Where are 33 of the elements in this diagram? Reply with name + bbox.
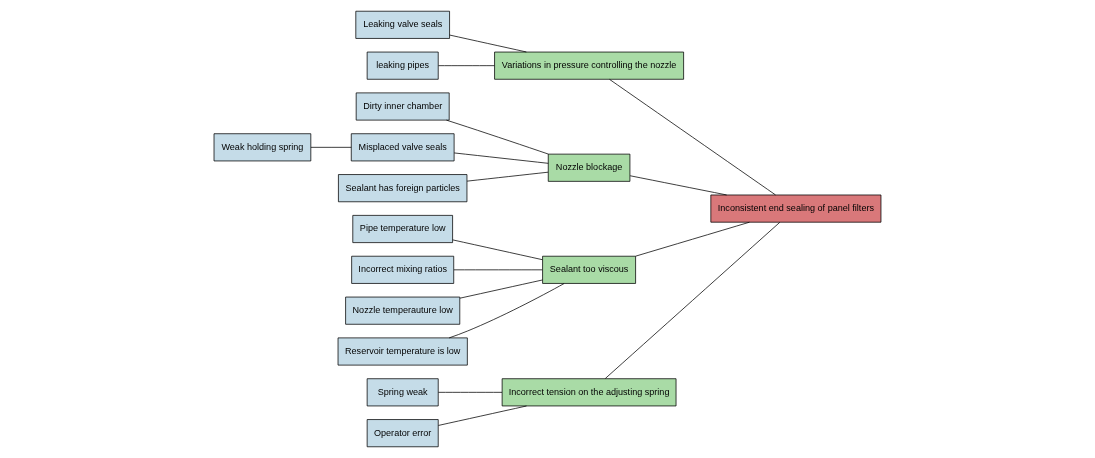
connector [452,239,543,261]
connector [453,269,543,271]
connector [438,405,527,426]
node-box: Weak holding spring [213,133,312,162]
node-box: Sealant too viscous [542,255,636,284]
node-box: Incorrect tension on the adjusting spring [501,378,677,407]
connector [446,119,549,155]
connector [635,221,750,257]
node-box: Variations in pressure controlling the nozzle [494,51,684,80]
node-box: Dirty inner chamber [355,92,450,121]
node-box: Nozzle blockage [547,153,631,182]
connector [438,65,495,67]
connector [453,152,549,164]
connector [629,175,727,196]
node-box: Pipe temperature low [352,215,453,243]
node-box: Operator error [366,419,439,448]
node-box: Misplaced valve seals [350,133,455,162]
node-box: Reservoir temperature is low [337,337,468,366]
connector [459,279,543,299]
connector [310,146,352,148]
connector [449,34,527,53]
connector [466,171,549,182]
node-box: Sealant has foreign particles [338,174,468,203]
connector [438,391,503,393]
connector [609,79,776,196]
node-box: leaking pipes [366,51,439,80]
connector [448,283,565,339]
node-box: Inconsistent end sealing of panel filters [710,194,882,223]
node-box: Leaking valve seals [355,10,450,39]
node-box: Incorrect mixing ratios [351,255,455,284]
node-box: Spring weak [366,378,439,407]
connector [604,221,781,379]
node-box: Nozzle temperauture low [345,296,461,325]
